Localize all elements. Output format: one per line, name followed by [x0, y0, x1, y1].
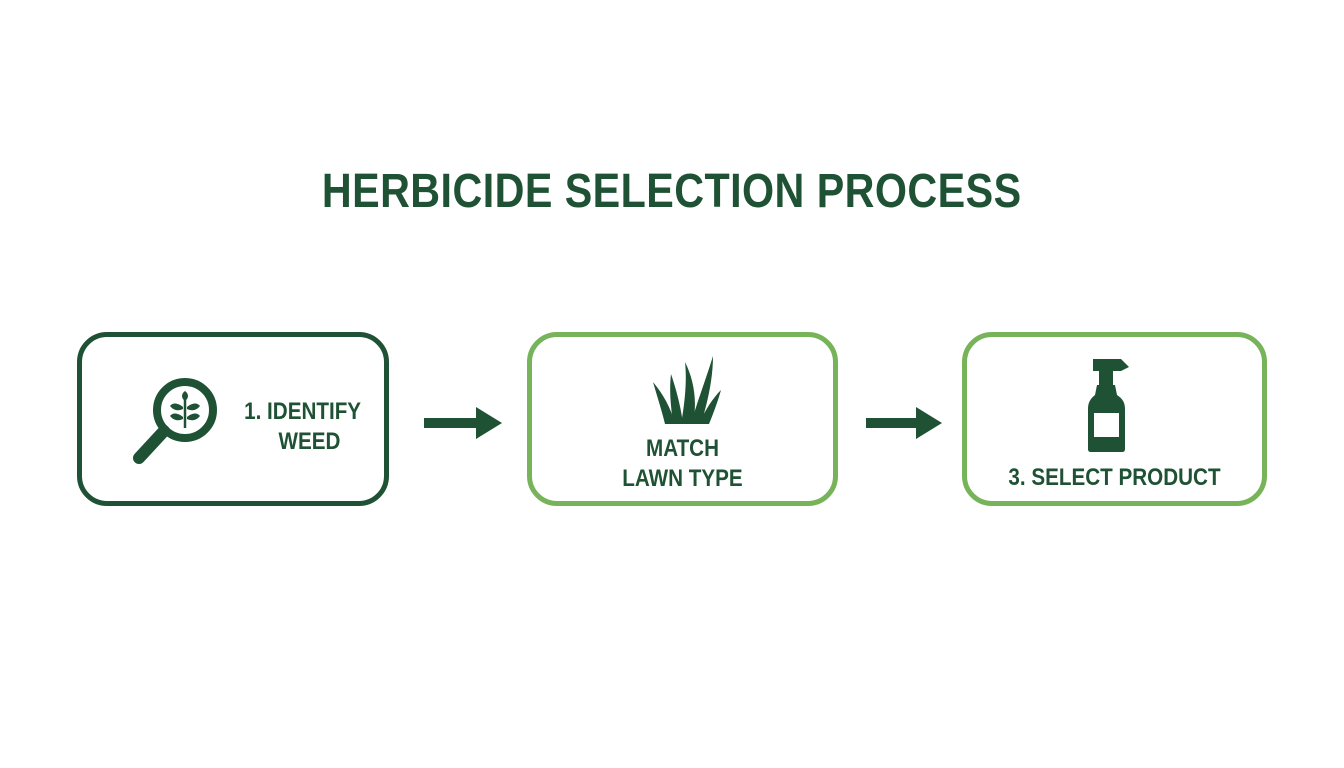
step-1-label-line-1: 1. IDENTIFY — [244, 398, 362, 425]
step-2-label-line-2: LAWN TYPE — [622, 465, 743, 492]
step-select-product: 3. SELECT PRODUCT — [962, 332, 1267, 506]
step-match-lawn-type: MATCH LAWN TYPE — [527, 332, 838, 506]
step-2-label: MATCH LAWN TYPE — [553, 434, 812, 494]
step-2-label-line-1: MATCH — [646, 435, 719, 462]
step-3-label: 3. SELECT PRODUCT — [988, 463, 1242, 493]
magnifier-leaf-icon — [133, 378, 217, 464]
step-1-label: 1. IDENTIFY WEED — [244, 397, 362, 457]
grass-icon — [653, 356, 721, 424]
step-3-label-line-1: 3. SELECT PRODUCT — [1008, 464, 1221, 491]
diagram-title: HERBICIDE SELECTION PROCESS — [321, 165, 1022, 218]
arrow-right-icon — [866, 407, 942, 439]
step-identify-weed: 1. IDENTIFY WEED — [77, 332, 389, 506]
arrow-right-icon — [424, 407, 502, 439]
step-1-label-line-2: WEED — [278, 428, 341, 455]
spray-bottle-icon — [1088, 359, 1129, 452]
